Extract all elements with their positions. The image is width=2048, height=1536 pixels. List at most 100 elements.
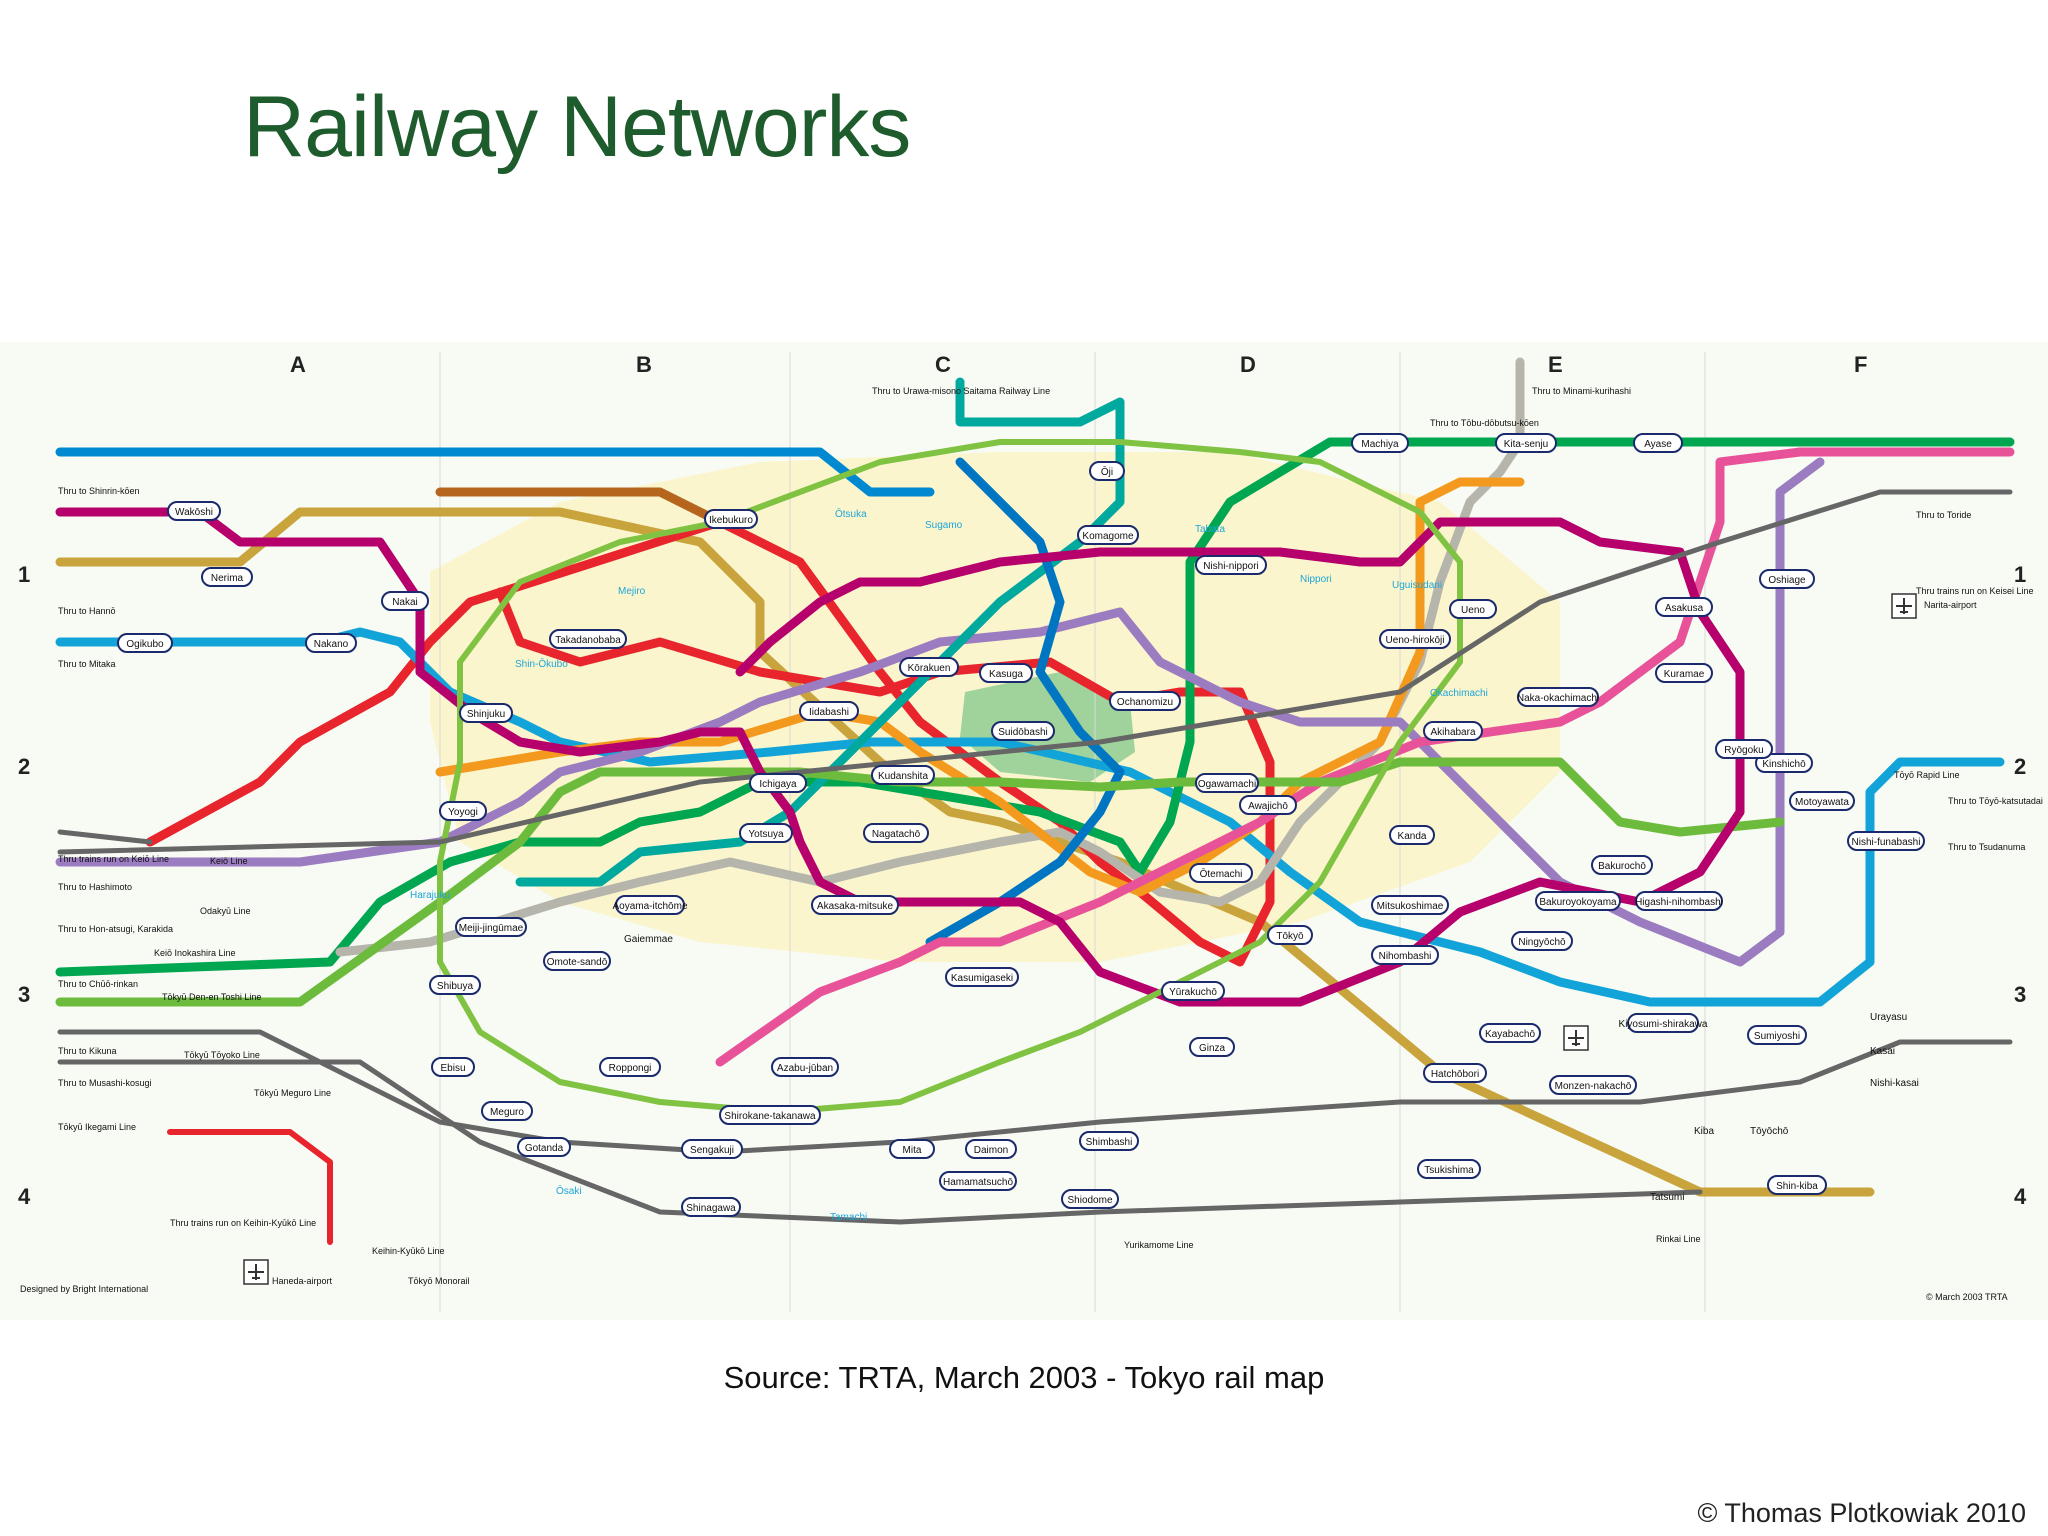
- station-shinagawa[interactable]: Shinagawa: [681, 1197, 741, 1217]
- station-bakurocho[interactable]: Bakurochō: [1591, 855, 1653, 875]
- station-yoyogi[interactable]: Yoyogi: [439, 801, 487, 821]
- station-shinjuku[interactable]: Shinjuku: [459, 703, 513, 723]
- station-toyocho[interactable]: Tōyōchō: [1750, 1126, 1789, 1137]
- station-aoyama-itchome[interactable]: Aoyama-itchōme: [612, 895, 688, 915]
- station-sugamo[interactable]: Sugamo: [925, 520, 963, 531]
- station-ichigaya[interactable]: Ichigaya: [749, 773, 807, 793]
- station-osaki[interactable]: Ōsaki: [556, 1185, 582, 1197]
- station-shin-okubo[interactable]: Shin-Ōkubo: [515, 658, 568, 670]
- station-machiya[interactable]: Machiya: [1351, 433, 1409, 453]
- station-kinshicho[interactable]: Kinshichō: [1755, 753, 1813, 773]
- station-nishi-funabashi[interactable]: Nishi-funabashi: [1847, 831, 1925, 851]
- station-kasai[interactable]: Kasai: [1870, 1046, 1895, 1057]
- station-iidabashi[interactable]: Iidabashi: [799, 701, 859, 721]
- station-nishi-kasai[interactable]: Nishi-kasai: [1870, 1078, 1919, 1089]
- station-sengakuji[interactable]: Sengakuji: [681, 1139, 743, 1159]
- station-nippori[interactable]: Nippori: [1300, 574, 1332, 585]
- grid-col-e: E: [1548, 352, 1563, 377]
- station-nakai[interactable]: Nakai: [381, 591, 429, 611]
- station-otemachi[interactable]: Ōtemachi: [1189, 863, 1253, 883]
- station-kiba[interactable]: Kiba: [1694, 1126, 1714, 1137]
- station-meguro[interactable]: Meguro: [481, 1101, 533, 1121]
- station-mita[interactable]: Mita: [889, 1139, 935, 1159]
- station-awajicho[interactable]: Awajichō: [1239, 795, 1297, 815]
- station-harajuku[interactable]: Harajuku: [410, 890, 450, 901]
- station-tokyo[interactable]: Tōkyō: [1267, 925, 1313, 945]
- station-okachimachi[interactable]: Okachimachi: [1430, 688, 1488, 699]
- station-sumiyoshi[interactable]: Sumiyoshi: [1747, 1025, 1807, 1045]
- station-shibuya[interactable]: Shibuya: [429, 975, 481, 995]
- station-tamachi[interactable]: Tamachi: [830, 1212, 867, 1223]
- station-shirokane-takanawa[interactable]: Shirokane-takanawa: [719, 1105, 821, 1125]
- station-wakoshi[interactable]: Wakōshi: [167, 501, 221, 521]
- station-ningyocho[interactable]: Ningyōchō: [1511, 931, 1573, 951]
- station-nerima[interactable]: Nerima: [201, 567, 253, 587]
- station-nihombashi[interactable]: Nihombashi: [1371, 945, 1439, 965]
- station-otsuka[interactable]: Ōtsuka: [835, 508, 867, 520]
- station-komagome[interactable]: Komagome: [1077, 525, 1139, 545]
- station-ginza[interactable]: Ginza: [1189, 1037, 1235, 1057]
- station-ayase[interactable]: Ayase: [1633, 433, 1683, 453]
- station-shiodome[interactable]: Shiodome: [1061, 1189, 1119, 1209]
- station-roppongi[interactable]: Roppongi: [599, 1057, 661, 1077]
- station-ogikubo[interactable]: Ogikubo: [117, 633, 173, 653]
- station-kita-senju[interactable]: Kita-senju: [1495, 433, 1557, 453]
- station-nagatacho[interactable]: Nagatachō: [863, 823, 929, 843]
- station-kuramae[interactable]: Kuramae: [1655, 663, 1713, 683]
- station-naka-okachimachi[interactable]: Naka-okachimachi: [1517, 687, 1599, 707]
- station-hamamatsucho[interactable]: Hamamatsuchō: [939, 1171, 1017, 1191]
- station-akihabara[interactable]: Akihabara: [1423, 721, 1483, 741]
- station-yotsuya[interactable]: Yotsuya: [739, 823, 793, 843]
- grid-col-d: D: [1240, 352, 1256, 377]
- station-tabata[interactable]: Tabata: [1195, 524, 1225, 535]
- station-bakuroyokoyama[interactable]: Bakuroyokoyama: [1535, 891, 1621, 911]
- station-nakano[interactable]: Nakano: [305, 633, 357, 653]
- station-akasaka-mitsuke[interactable]: Akasaka-mitsuke: [811, 895, 899, 915]
- station-kasuga[interactable]: Kasuga: [979, 663, 1033, 683]
- station-shin-kiba[interactable]: Shin-kiba: [1767, 1175, 1827, 1195]
- station-uguisudani[interactable]: Uguisudani: [1392, 580, 1442, 591]
- station-higashi-nihombashi[interactable]: Higashi-nihombashi: [1635, 891, 1723, 911]
- station-suidobashi[interactable]: Suidōbashi: [991, 721, 1055, 741]
- station-takadanobaba[interactable]: Takadanobaba: [549, 629, 627, 649]
- station-azabu-juban[interactable]: Azabu-jūban: [771, 1057, 839, 1077]
- station-nishi-nippori[interactable]: Nishi-nippori: [1195, 555, 1267, 575]
- station-korakuen[interactable]: Kōrakuen: [899, 657, 959, 677]
- station-gotanda[interactable]: Gotanda: [517, 1137, 571, 1157]
- station-oji[interactable]: Ōji: [1089, 461, 1125, 481]
- station-label: Yoyogi: [448, 807, 478, 818]
- station-ochanomizu[interactable]: Ochanomizu: [1109, 691, 1181, 711]
- station-omote-sando[interactable]: Omote-sandō: [543, 951, 611, 971]
- station-hatchobori[interactable]: Hatchōbori: [1423, 1063, 1487, 1083]
- station-kudanshita[interactable]: Kudanshita: [871, 765, 935, 785]
- station-kanda[interactable]: Kanda: [1389, 825, 1435, 845]
- station-label: Ryōgoku: [1724, 745, 1763, 756]
- station-oshiage[interactable]: Oshiage: [1759, 569, 1815, 589]
- station-tsukishima[interactable]: Tsukishima: [1417, 1159, 1481, 1179]
- station-label: Ōji: [1101, 466, 1113, 478]
- station-kiyosumi-shirakawa[interactable]: Kiyosumi-shirakawa: [1619, 1013, 1708, 1033]
- station-meiji-jingumae[interactable]: Meiji-jingūmae: [455, 917, 527, 937]
- station-mitsukoshimae[interactable]: Mitsukoshimae: [1371, 895, 1449, 915]
- station-label: Hamamatsuchō: [943, 1177, 1013, 1188]
- station-ogawamachi[interactable]: Ogawamachi: [1195, 773, 1259, 793]
- station-mejiro[interactable]: Mejiro: [618, 586, 646, 597]
- station-ebisu[interactable]: Ebisu: [431, 1057, 475, 1077]
- station-gaiemmae[interactable]: Gaiemmae: [624, 934, 673, 945]
- station-ikebukuro[interactable]: Ikebukuro: [704, 509, 758, 529]
- station-daimon[interactable]: Daimon: [965, 1139, 1017, 1159]
- station-ueno-hirokoji[interactable]: Ueno-hirokōji: [1379, 629, 1451, 649]
- station-label: Kayabachō: [1485, 1029, 1535, 1040]
- grid-row-4-left: 4: [18, 1184, 31, 1209]
- station-urayasu[interactable]: Urayasu: [1870, 1012, 1907, 1023]
- station-monzen-nakacho[interactable]: Monzen-nakachō: [1549, 1075, 1637, 1095]
- station-yurakucho[interactable]: Yūrakuchō: [1161, 981, 1225, 1001]
- station-kasumigaseki[interactable]: Kasumigaseki: [945, 967, 1019, 987]
- station-motoyawata[interactable]: Motoyawata: [1789, 791, 1855, 811]
- station-ryogoku[interactable]: Ryōgoku: [1715, 739, 1773, 759]
- station-asakusa[interactable]: Asakusa: [1655, 597, 1713, 617]
- station-shimbashi[interactable]: Shimbashi: [1079, 1131, 1139, 1151]
- station-ueno[interactable]: Ueno: [1449, 599, 1497, 619]
- station-kayabacho[interactable]: Kayabachō: [1479, 1023, 1541, 1043]
- station-tatsumi[interactable]: Tatsumi: [1650, 1192, 1684, 1203]
